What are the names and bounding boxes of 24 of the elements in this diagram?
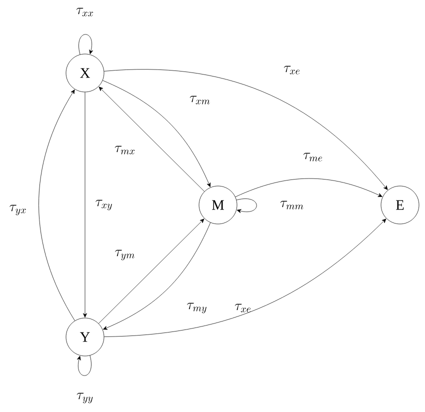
edge-label: $\tau_{xm}$ bbox=[190, 96, 210, 104]
arrow bbox=[235, 178, 382, 198]
edge-label: $\tau_{xx}$ bbox=[76, 8, 94, 16]
arrow bbox=[98, 218, 204, 324]
arrow bbox=[78, 34, 94, 55]
edge-label: $\tau_{xy}$ bbox=[96, 200, 112, 210]
arrow bbox=[102, 222, 211, 330]
arrow bbox=[102, 80, 211, 188]
edge-label: $\tau_{yy}$ bbox=[76, 392, 93, 404]
arrow bbox=[236, 198, 257, 214]
arrow bbox=[38, 90, 76, 321]
edge-label: $\tau_{xe}$ bbox=[284, 66, 300, 74]
edge-label: $\tau_{xe}$ bbox=[234, 304, 251, 312]
edge-label: $\tau_{my}$ bbox=[187, 302, 206, 314]
arrow bbox=[76, 355, 92, 376]
edge-label: $\tau_{mx}$ bbox=[114, 146, 135, 154]
arrow bbox=[104, 218, 386, 337]
arrow bbox=[83, 92, 87, 318]
edge-label: $\tau_{mm}$ bbox=[280, 200, 304, 210]
arrow bbox=[104, 69, 388, 190]
edge-label: $\tau_{me}$ bbox=[303, 152, 322, 162]
arrow bbox=[98, 86, 205, 192]
edge-label: $\tau_{ym}$ bbox=[115, 250, 134, 260]
edge-label: $\tau_{yx}$ bbox=[10, 204, 26, 216]
